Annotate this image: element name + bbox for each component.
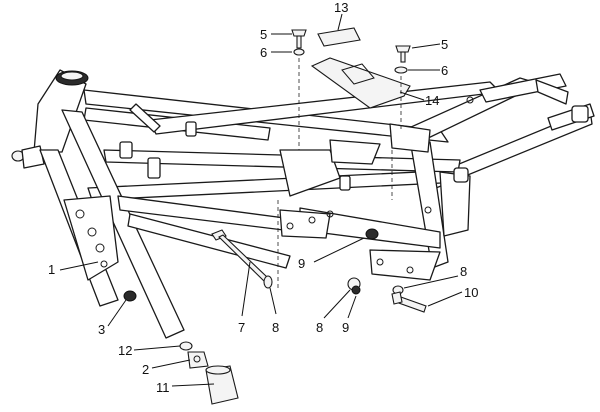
callout-9-lower: 9 <box>342 320 349 335</box>
alignment-lines <box>277 58 402 290</box>
screw-icon <box>291 29 411 63</box>
callout-10: 10 <box>464 285 478 300</box>
callout-6-right: 6 <box>441 63 448 78</box>
nut-icon <box>263 228 404 295</box>
callout-3: 3 <box>98 322 105 337</box>
callout-labels: 13 5 6 5 6 14 1 3 12 2 11 7 8 9 8 9 8 10 <box>48 0 478 395</box>
callout-8-right: 8 <box>460 264 467 279</box>
callout-5-left: 5 <box>260 27 267 42</box>
callout-12: 12 <box>118 343 132 358</box>
washer-icon <box>293 48 408 74</box>
nut-3-icon <box>123 290 137 302</box>
callout-13: 13 <box>334 0 348 15</box>
callout-8-left: 8 <box>272 320 279 335</box>
side-stand-icon <box>179 341 239 405</box>
callout-6-left: 6 <box>260 45 267 60</box>
bolt-10-icon <box>391 291 427 313</box>
pad-icon <box>317 27 361 47</box>
callout-9-upper: 9 <box>298 256 305 271</box>
callout-14: 14 <box>425 93 439 108</box>
callout-8-mid: 8 <box>316 320 323 335</box>
callout-5-right: 5 <box>441 37 448 52</box>
callout-1: 1 <box>48 262 55 277</box>
callout-2: 2 <box>142 362 149 377</box>
cover-plate-icon <box>310 57 411 109</box>
frame-icon <box>11 69 595 339</box>
leader-lines <box>59 13 463 387</box>
callout-7: 7 <box>238 320 245 335</box>
callout-11: 11 <box>156 380 170 395</box>
